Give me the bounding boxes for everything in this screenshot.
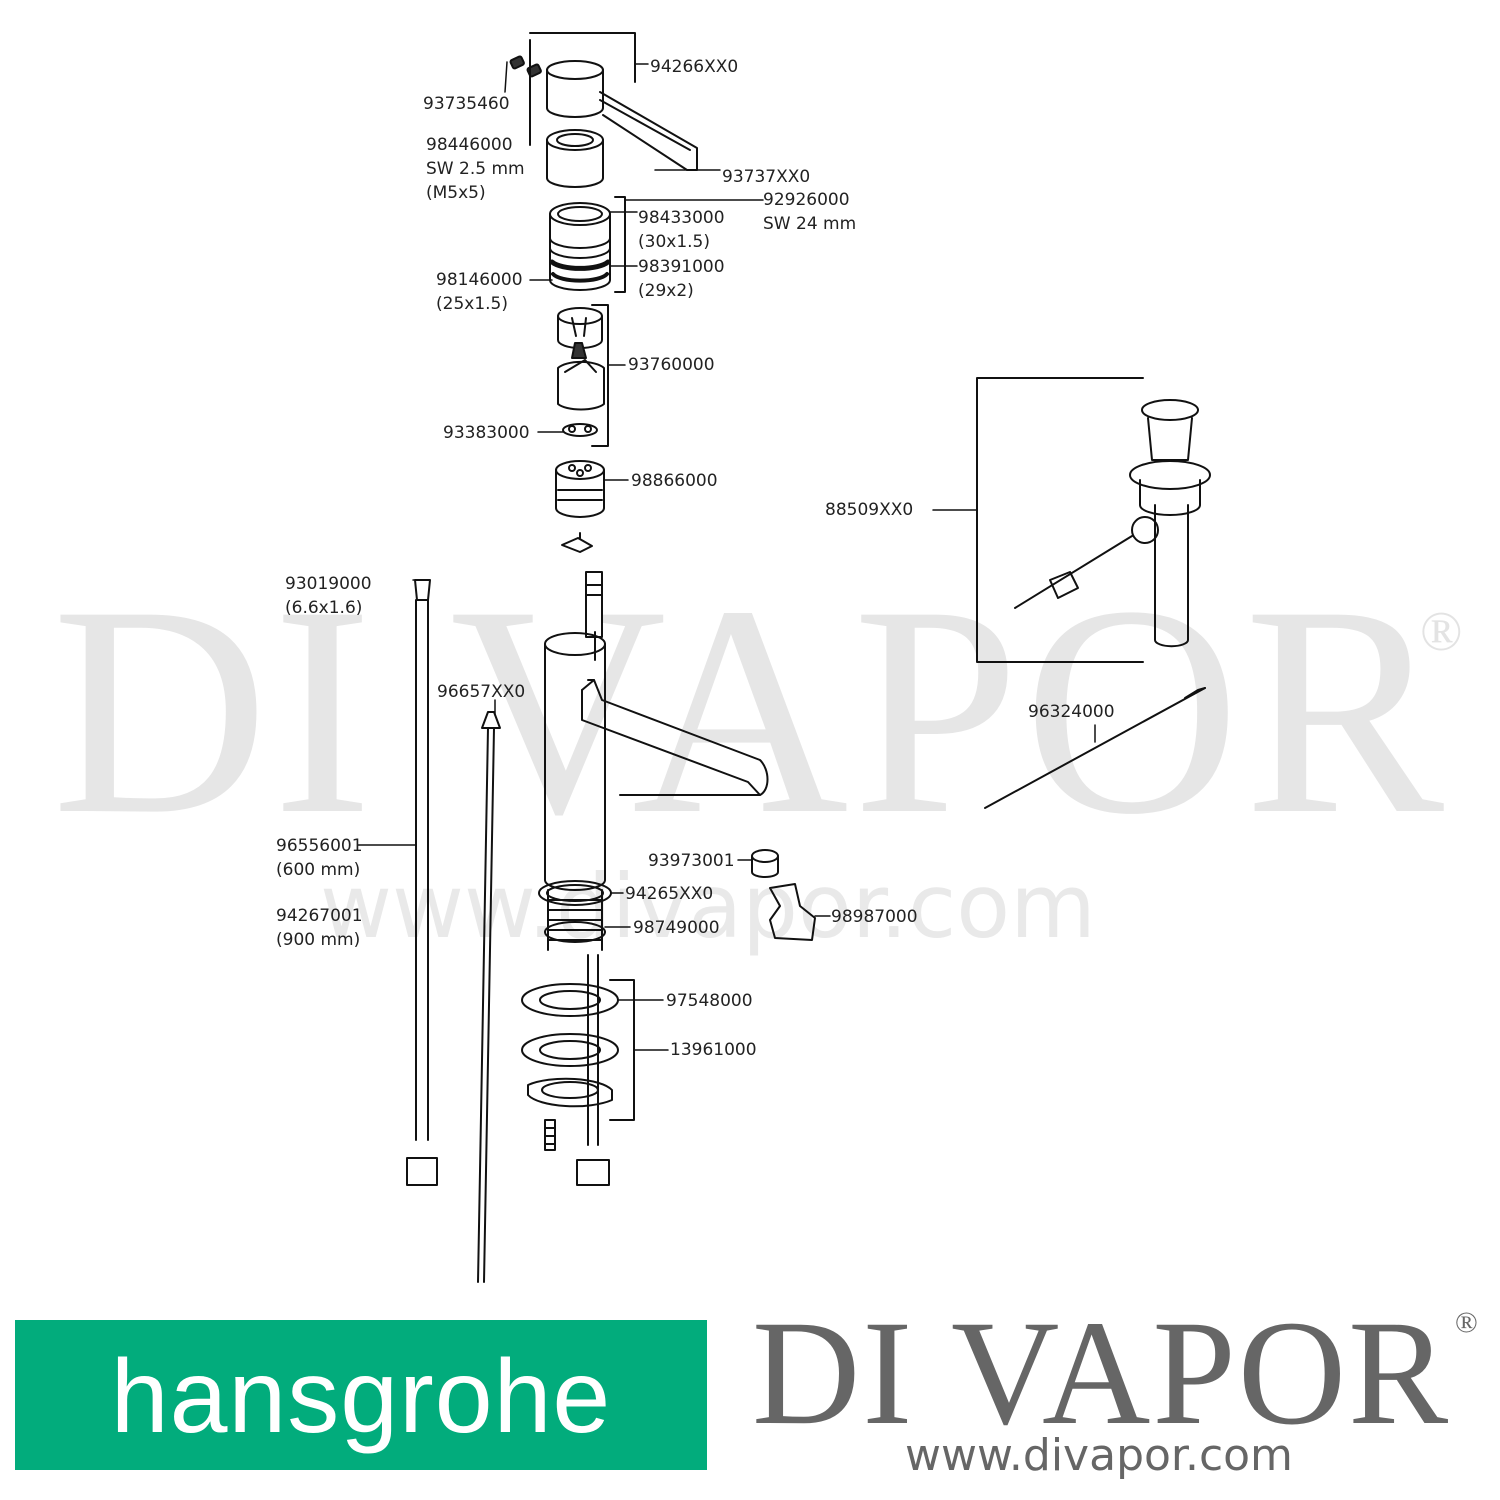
nut-callout-bracket [614, 196, 626, 293]
watermark-registered-mark: ® [1420, 601, 1463, 663]
exploded-parts-drawing [357, 32, 1211, 1283]
leader-lines [357, 61, 1096, 1051]
label-98446000-thread: (M5x5) [426, 183, 486, 203]
label-98391000-dim: (29x2) [638, 281, 694, 301]
handle-callout-bracket [529, 32, 636, 83]
label-98146000: 98146000 [436, 270, 523, 290]
label-94265xx0: 94265XX0 [625, 884, 714, 904]
cartridge-callout-bracket [591, 304, 609, 447]
cartridge-part [557, 307, 605, 411]
grub-screw-part [509, 55, 542, 78]
aerator-part [751, 849, 779, 878]
watermark-text: DI VAPOR [51, 544, 1449, 876]
basin-mixer-body [544, 571, 769, 891]
seal-part [562, 423, 598, 437]
label-94267001-length: (900 mm) [276, 930, 361, 950]
label-93735460: 93735460 [423, 94, 510, 114]
sleeve-part [546, 129, 604, 188]
label-93760000: 93760000 [628, 355, 715, 375]
label-98446000: 98446000 [426, 135, 513, 155]
label-93973001: 93973001 [648, 851, 735, 871]
divapor-registered-mark: ® [1455, 1306, 1478, 1339]
label-92926000: 92926000 [763, 190, 850, 210]
mounting-stud [576, 954, 610, 1186]
lift-rod-part [984, 687, 1206, 809]
label-98749000: 98749000 [633, 918, 720, 938]
label-98866000: 98866000 [631, 471, 718, 491]
label-97548000: 97548000 [666, 991, 753, 1011]
gasket-part [544, 921, 606, 943]
label-94266xx0: 94266XX0 [650, 57, 739, 77]
washer-callout-bracket [609, 979, 635, 1121]
label-93019000: 93019000 [285, 574, 372, 594]
divapor-url: www.divapor.com [905, 1430, 1293, 1481]
label-93737xx0: 93737XX0 [722, 167, 811, 187]
hansgrohe-logo-text: hansgrohe [110, 1339, 612, 1455]
label-96556001-length: (600 mm) [276, 860, 361, 880]
mounting-screw [544, 1119, 556, 1151]
clip-part [561, 532, 593, 553]
pull-rod-part [477, 711, 501, 1283]
label-98146000-dim: (25x1.5) [436, 294, 508, 314]
label-98433000-dim: (30x1.5) [638, 232, 710, 252]
label-96324000: 96324000 [1028, 702, 1115, 722]
label-98433000: 98433000 [638, 208, 725, 228]
label-98446000-size: SW 2.5 mm [426, 159, 525, 179]
watermark-url: www.divapor.com [320, 855, 1096, 958]
label-98987000: 98987000 [831, 907, 918, 927]
mounting-washers-part [521, 983, 619, 1108]
label-96556001: 96556001 [276, 836, 363, 856]
label-92926000-size: SW 24 mm [763, 214, 857, 234]
label-13961000: 13961000 [670, 1040, 757, 1060]
pop-up-waste-part [976, 377, 1211, 663]
aerator-key-part [769, 883, 816, 941]
label-88509xx0: 88509XX0 [825, 500, 914, 520]
label-93019000-dim: (6.6x1.6) [285, 598, 363, 618]
label-93383000: 93383000 [443, 423, 530, 443]
cartridge-nut-part [549, 202, 611, 291]
flexible-hose [406, 579, 438, 1186]
hansgrohe-logo: hansgrohe [15, 1320, 707, 1470]
flange-ring-inner [546, 884, 604, 902]
label-96657xx0: 96657XX0 [437, 682, 526, 702]
label-94267001: 94267001 [276, 906, 363, 926]
divapor-logo-text: DI VAPOR [752, 1290, 1451, 1456]
diverter-part [555, 460, 605, 518]
label-98391000: 98391000 [638, 257, 725, 277]
